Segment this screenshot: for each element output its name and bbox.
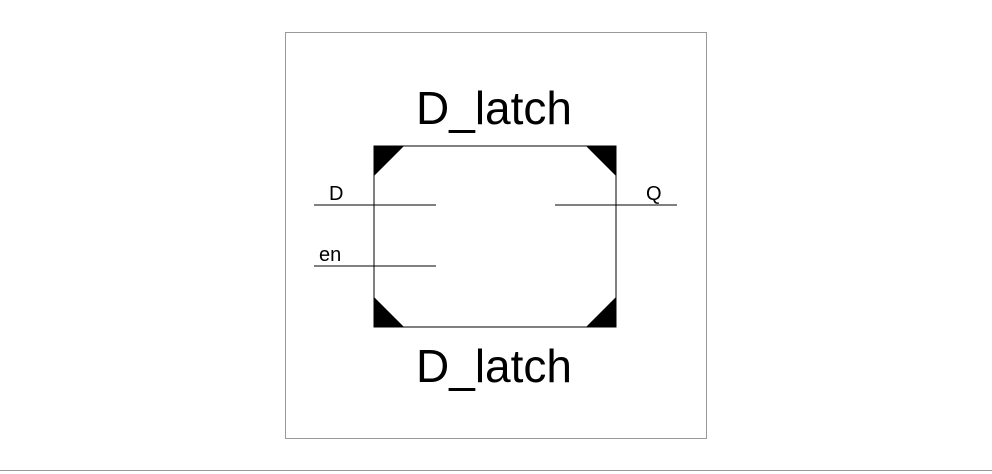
top-label: D_latch — [416, 82, 572, 134]
corner-top-left — [374, 146, 404, 176]
corner-top-right — [586, 146, 616, 176]
corner-bottom-left — [374, 297, 404, 327]
bottom-label: D_latch — [416, 340, 572, 392]
pin-d-label: D — [329, 183, 343, 205]
latch-body[interactable] — [373, 145, 617, 328]
bottom-divider — [0, 470, 992, 471]
pin-q-label: Q — [646, 183, 662, 205]
corner-bottom-right — [586, 297, 616, 327]
pin-en-label: en — [319, 244, 341, 266]
